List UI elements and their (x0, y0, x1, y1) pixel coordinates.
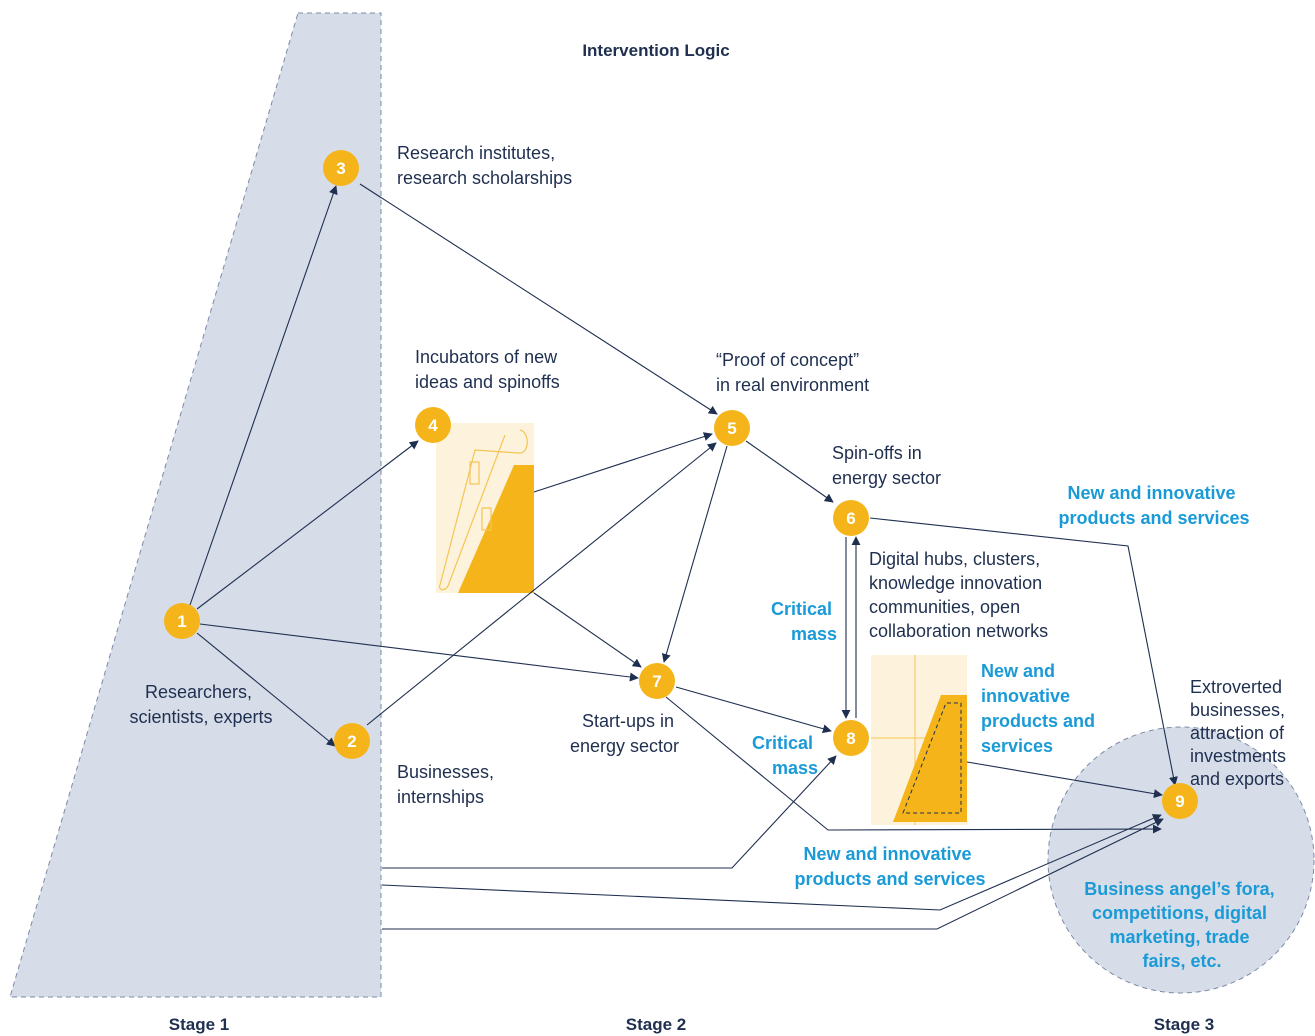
node-4-number: 4 (428, 416, 438, 435)
edge-8-to-9 (966, 761, 1163, 799)
node-5-circle (714, 410, 750, 446)
edge-5-to-6 (745, 440, 834, 503)
node-2-circle (334, 723, 370, 759)
node-5: 5 (714, 410, 750, 446)
highlight-annotations: New and innovative products and services… (752, 483, 1279, 971)
node-9-number: 9 (1175, 792, 1184, 811)
stage-2-label: Stage 2 (626, 1015, 686, 1034)
edge-3-to-5 (359, 183, 718, 415)
node-7-circle (639, 663, 675, 699)
edge-6-to-9 (869, 517, 1178, 786)
node-3: 3 (323, 150, 359, 186)
node-2-label: Businesses, internships (397, 762, 499, 807)
node-2-number: 2 (347, 732, 356, 751)
node-9: 9 (1162, 783, 1198, 819)
digital-hub-illustration (871, 655, 967, 825)
node-6: 6 (833, 500, 869, 536)
edge-1-to-3 (189, 185, 338, 606)
edge-stage1-to-9 (382, 818, 1164, 930)
node-4: 4 (415, 407, 451, 443)
edge-5-to-7 (661, 445, 728, 663)
edge-7-to-9 (665, 696, 1162, 834)
node-1: 1 (164, 603, 200, 639)
node-7: 7 (639, 663, 675, 699)
node-8-number: 8 (846, 729, 855, 748)
node-5-label: “Proof of concept” in real environment (716, 350, 869, 395)
node-8-circle (833, 720, 869, 756)
node-5-number: 5 (727, 419, 736, 438)
edge-1-to-4 (196, 440, 419, 610)
node-9-label: Extroverted businesses, attraction of in… (1190, 677, 1291, 789)
node-8: 8 (833, 720, 869, 756)
products-services-top: New and innovative products and services (1058, 483, 1249, 528)
node-6-label: Spin-offs in energy sector (832, 443, 941, 488)
node-labels: Research institutes, research scholarshi… (129, 143, 1291, 807)
node-3-label: Research institutes, research scholarshi… (397, 143, 572, 188)
node-2: 2 (334, 723, 370, 759)
node-3-number: 3 (336, 159, 345, 178)
edge-4-to-5 (533, 432, 713, 493)
stage-1-label: Stage 1 (169, 1015, 229, 1034)
node-9-circle (1162, 783, 1198, 819)
edge-7-to-8 (675, 686, 832, 734)
edge-stage1-to-9 (381, 814, 1162, 911)
node-1-label: Researchers, scientists, experts (129, 682, 272, 727)
stage3-region (1047, 726, 1315, 994)
stage3-activities: Business angel’s fora, competitions, dig… (1084, 879, 1279, 971)
critical-mass-lower: Critical mass (752, 733, 818, 778)
critical-mass-upper: Critical mass (771, 599, 837, 644)
node-6-circle (833, 500, 869, 536)
node-1-number: 1 (177, 612, 186, 631)
diagram-title: Intervention Logic (582, 41, 729, 60)
products-services-right: New and innovative products and services (981, 661, 1100, 756)
edge-1-to-7 (199, 623, 639, 682)
edge-4-to-7 (533, 592, 642, 668)
nodes: 1 2 3 4 5 6 7 8 9 (164, 150, 1198, 819)
edge-2-to-5 (366, 442, 717, 726)
edge-stage1-to-8 (382, 755, 837, 869)
edges (189, 183, 1178, 930)
node-8-label: Digital hubs, clusters, knowledge innova… (869, 549, 1048, 641)
node-1-circle (164, 603, 200, 639)
edge-1-to-2 (196, 632, 336, 747)
products-services-bottom: New and innovative products and services (794, 844, 985, 889)
stage-3-label: Stage 3 (1154, 1015, 1214, 1034)
node-4-circle (415, 407, 451, 443)
node-3-circle (323, 150, 359, 186)
node-6-number: 6 (846, 509, 855, 528)
node-7-label: Start-ups in energy sector (570, 711, 679, 756)
node-7-number: 7 (652, 672, 661, 691)
incubator-illustration (436, 423, 534, 593)
node-4-label: Incubators of new ideas and spinoffs (415, 347, 562, 392)
stage1-region (9, 12, 382, 998)
